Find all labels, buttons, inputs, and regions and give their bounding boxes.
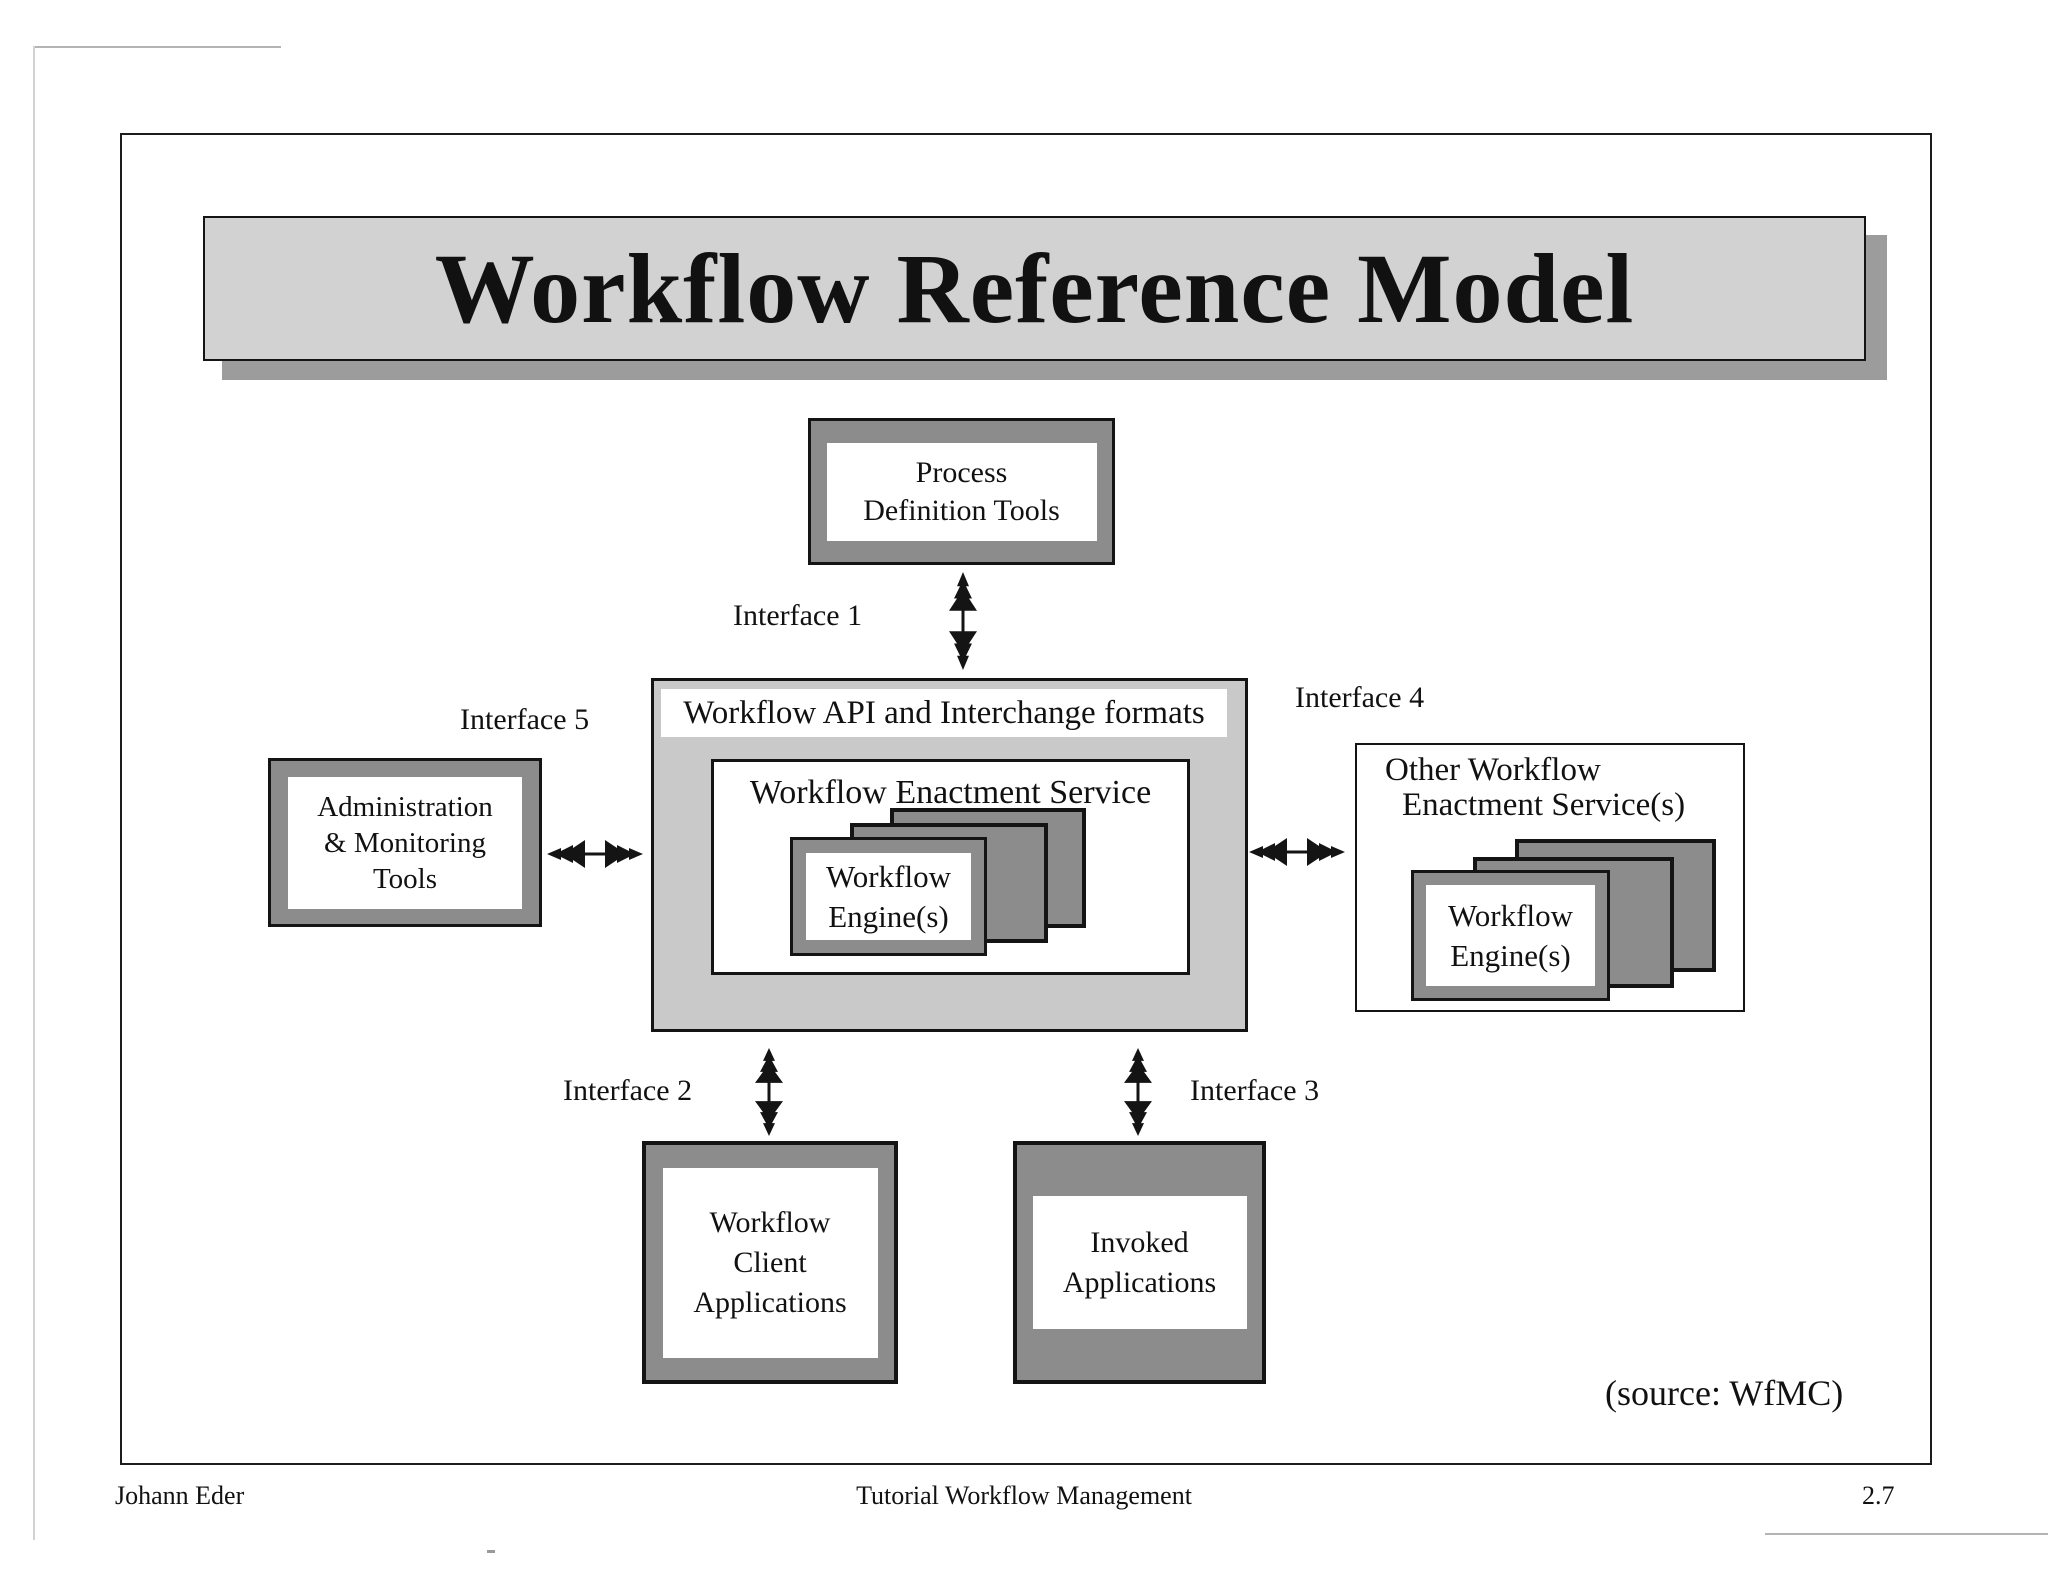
interface-5-double-arrow-icon xyxy=(547,840,643,868)
process-definition-line-2: Definition Tools xyxy=(863,493,1060,527)
process-definition-line-1: Process xyxy=(915,455,1008,489)
workflow-engine-box: Workflow Engine(s) xyxy=(790,837,987,956)
invoked-line-1: Invoked xyxy=(1090,1225,1189,1259)
scan-artifact-dash xyxy=(487,1550,495,1553)
administration-monitoring-tools-panel: Administration & Monitoring Tools xyxy=(288,776,522,909)
workflow-api-panel: Workflow API and Interchange formats Wor… xyxy=(651,678,1248,1032)
footer-author: Johann Eder xyxy=(115,1481,245,1510)
interface-2-double-arrow-icon xyxy=(755,1048,783,1136)
source-note: (source: WfMC) xyxy=(1605,1373,1844,1413)
client-line-2: Client xyxy=(733,1245,807,1279)
footer-page-number: 2.7 xyxy=(1862,1481,1895,1510)
other-wes-line-2: Enactment Service(s) xyxy=(1402,787,1686,823)
admin-line-3: Tools xyxy=(372,862,438,895)
interface-3-double-arrow-icon xyxy=(1124,1048,1152,1136)
workflow-client-applications-panel: Workflow Client Applications xyxy=(662,1167,878,1358)
admin-line-1: Administration xyxy=(317,790,493,823)
admin-line-2: & Monitoring xyxy=(324,826,486,859)
api-strip: Workflow API and Interchange formats xyxy=(661,689,1227,737)
interface-4-label: Interface 4 xyxy=(1295,681,1425,714)
interface-4-double-arrow-icon xyxy=(1249,838,1345,866)
client-line-1: Workflow xyxy=(709,1205,831,1239)
api-strip-label: Workflow API and Interchange formats xyxy=(683,694,1205,731)
scan-artifact-left-line xyxy=(33,46,35,1540)
invoked-applications-panel: Invoked Applications xyxy=(1032,1196,1247,1329)
footer-title: Tutorial Workflow Management xyxy=(856,1481,1192,1510)
invoked-applications-box: Invoked Applications xyxy=(1013,1141,1266,1384)
other-workflow-enactment-services-box: Other Workflow Enactment Service(s) Work… xyxy=(1355,743,1745,1012)
interface-3-label: Interface 3 xyxy=(1190,1074,1320,1107)
other-engine-line-2: Engine(s) xyxy=(1450,937,1571,973)
administration-monitoring-tools-box: Administration & Monitoring Tools xyxy=(268,758,542,927)
workflow-engine-line-2: Engine(s) xyxy=(828,898,949,934)
interface-1-double-arrow-icon xyxy=(949,572,977,670)
other-workflow-engine-panel: Workflow Engine(s) xyxy=(1426,885,1595,986)
scan-artifact-top-line xyxy=(33,46,281,48)
workflow-enactment-service-box: Workflow Enactment Service Workflow Engi… xyxy=(711,759,1190,975)
other-wes-line-1: Other Workflow xyxy=(1385,752,1601,788)
page-title: Workflow Reference Model xyxy=(434,233,1635,344)
scan-artifact-bottom-line xyxy=(1765,1533,2048,1535)
client-line-3: Applications xyxy=(693,1285,847,1319)
interface-5-label: Interface 5 xyxy=(460,703,590,736)
other-workflow-engine-box: Workflow Engine(s) xyxy=(1411,870,1610,1001)
workflow-engine-panel: Workflow Engine(s) xyxy=(806,853,971,940)
interface-2-label: Interface 2 xyxy=(563,1074,693,1107)
process-definition-tools-box: Process Definition Tools xyxy=(808,418,1115,565)
interface-1-label: Interface 1 xyxy=(733,599,863,632)
workflow-enactment-service-label: Workflow Enactment Service xyxy=(749,774,1152,811)
other-engine-line-1: Workflow xyxy=(1448,897,1573,933)
workflow-client-applications-box: Workflow Client Applications xyxy=(642,1141,898,1384)
process-definition-tools-panel: Process Definition Tools xyxy=(826,442,1097,541)
invoked-line-2: Applications xyxy=(1062,1265,1217,1299)
workflow-engine-line-1: Workflow xyxy=(826,858,951,894)
title-bar: Workflow Reference Model xyxy=(203,216,1866,361)
